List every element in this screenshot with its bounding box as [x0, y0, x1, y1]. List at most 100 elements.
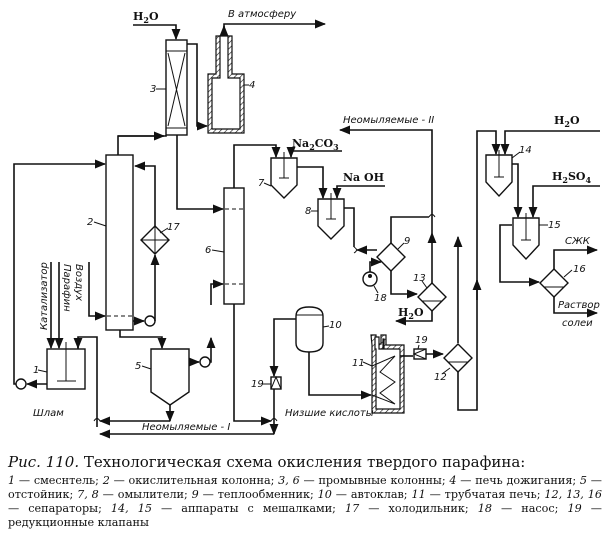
- label-eq-9: 9: [404, 236, 410, 247]
- label-eq-11: 11: [352, 358, 365, 369]
- heat-exchanger-9: [376, 242, 406, 272]
- equipment-labels: 1 2 3 4 5 6 7 8 9 10 11 12 13 14 15 16 1…: [33, 80, 586, 390]
- legend-item: 7, 8 — омылители;: [77, 488, 192, 501]
- label-eq-16: 16: [573, 264, 586, 275]
- legend-text: — насос;: [491, 502, 568, 515]
- label-eq-19a: 19: [251, 379, 264, 390]
- label-water-13: H2O: [398, 306, 424, 321]
- figure-title-text: Технологическая схема окисления твердого…: [83, 453, 526, 471]
- pump-18: [362, 271, 378, 287]
- label-water-top: H2O: [133, 10, 159, 25]
- legend-item: 17 — холодильник;: [345, 502, 478, 515]
- legend-key: 7, 8: [77, 488, 99, 501]
- figure-title: Рис. 110. Технологическая схема окислени…: [8, 452, 602, 472]
- stirred-apparatus-15: [512, 213, 540, 261]
- label-naoh: Na OH: [343, 171, 384, 184]
- legend-text: — сепараторы;: [8, 502, 111, 515]
- label-water-14: H2O: [554, 114, 580, 129]
- figure-caption: Рис. 110. Технологическая схема окислени…: [8, 452, 602, 530]
- separator-16: [539, 268, 569, 298]
- legend-key: 1: [8, 474, 16, 487]
- label-paraffin: Парафин: [61, 264, 72, 312]
- legend-text: — аппараты с мешалками;: [152, 502, 345, 515]
- stirred-apparatus-14: [485, 150, 513, 198]
- legend-text: — редукционные клапаны: [8, 502, 602, 529]
- pump-settler: [199, 356, 211, 368]
- label-air: Воздух: [73, 264, 84, 301]
- label-eq-6: 6: [205, 245, 211, 256]
- legend-key: 10: [317, 488, 332, 501]
- legend-key: 14, 15: [110, 502, 152, 515]
- label-salt-solution-1: Раствор: [558, 300, 600, 311]
- oxidation-column-2: [105, 154, 134, 331]
- legend-text: — окислительная колонна;: [109, 474, 279, 487]
- pump-col2: [144, 315, 156, 327]
- legend-item: 14, 15 — аппараты с мешалками;: [111, 502, 345, 515]
- legend-text: — омылители;: [98, 488, 192, 501]
- label-eq-8: 8: [305, 206, 311, 217]
- legend-key: 5: [579, 474, 588, 487]
- washing-column-6: [223, 187, 245, 305]
- legend-key: 4: [449, 474, 457, 487]
- reduction-valve-19a: [270, 375, 282, 390]
- label-eq-2: 2: [87, 217, 93, 228]
- legend-text: — печь дожигания;: [456, 474, 580, 487]
- label-sludge: Шлам: [33, 408, 64, 419]
- legend-item: 3, 6 — промывные колонны;: [278, 474, 449, 487]
- label-eq-14: 14: [519, 145, 532, 156]
- label-eq-7: 7: [258, 178, 265, 189]
- label-eq-15: 15: [548, 220, 561, 231]
- legend-item: 1 — смеснтель;: [8, 474, 103, 487]
- legend-item: 9 — теплообменник;: [192, 488, 318, 501]
- legend-key: 19: [567, 502, 582, 515]
- legend-text: — холодильник;: [359, 502, 478, 515]
- label-eq-13: 13: [413, 273, 426, 284]
- label-eq-17: 17: [167, 222, 180, 233]
- label-eq-18: 18: [374, 293, 387, 304]
- label-eq-19b: 19: [415, 335, 428, 346]
- legend-key: 12, 13, 16: [544, 488, 602, 501]
- saponifier-8: [317, 193, 345, 240]
- separator-12: [443, 343, 473, 373]
- pump-mixer: [15, 378, 27, 390]
- pipelines: [13, 19, 600, 439]
- settler-5: [150, 348, 190, 406]
- legend-key: 2: [102, 474, 110, 487]
- legend-key: 11: [411, 488, 426, 501]
- separator-13: [417, 282, 447, 312]
- legend-item: 4 — печь дожигания;: [449, 474, 580, 487]
- legend-key: 18: [477, 502, 492, 515]
- reduction-valve-19b: [412, 348, 427, 360]
- label-h2so4: H2SO4: [552, 170, 592, 185]
- label-salt-solution-2: солеи: [562, 318, 593, 329]
- afterburner-furnace-4: [207, 35, 245, 134]
- label-to-atmosphere: В атмосферу: [228, 9, 297, 20]
- legend-item: 2 — окислительная колонна;: [103, 474, 278, 487]
- legend-text: — автоклав;: [331, 488, 412, 501]
- label-eq-10: 10: [329, 320, 342, 331]
- figure-number: Рис. 110.: [8, 453, 80, 471]
- legend-item: 12, 13, 16 — сепараторы;: [8, 488, 602, 515]
- label-eq-12: 12: [434, 372, 447, 383]
- washing-column-3: [165, 39, 188, 136]
- legend-item: 11 — трубчатая печь;: [411, 488, 544, 501]
- legend-item: 5 — отстойник;: [8, 474, 602, 501]
- legend-key: 9: [191, 488, 199, 501]
- label-eq-1: 1: [33, 365, 39, 376]
- legend-item: 19 — редукционные клапаны: [8, 502, 602, 529]
- label-catalyst: Катализатор: [39, 262, 50, 330]
- legend-text: — смеснтель;: [15, 474, 103, 487]
- label-na2co3: Na2CO3: [292, 137, 339, 152]
- label-unsaponifiable-2: Неомыляемые - II: [343, 115, 434, 126]
- label-eq-5: 5: [135, 361, 141, 372]
- label-eq-3: 3: [150, 84, 156, 95]
- legend-text: — промывные колонны;: [299, 474, 450, 487]
- legend-text: — трубчатая печь;: [425, 488, 545, 501]
- autoclave-10: [295, 306, 324, 353]
- tube-furnace-11: [370, 334, 405, 414]
- legend-key: 17: [345, 502, 360, 515]
- stream-labels: H2O В атмосферу Катализатор Парафин Возд…: [33, 9, 600, 433]
- label-lower-acids: Низшие кислоты: [285, 408, 374, 419]
- label-eq-4: 4: [249, 80, 255, 91]
- legend-item: 10 — автоклав;: [318, 488, 412, 501]
